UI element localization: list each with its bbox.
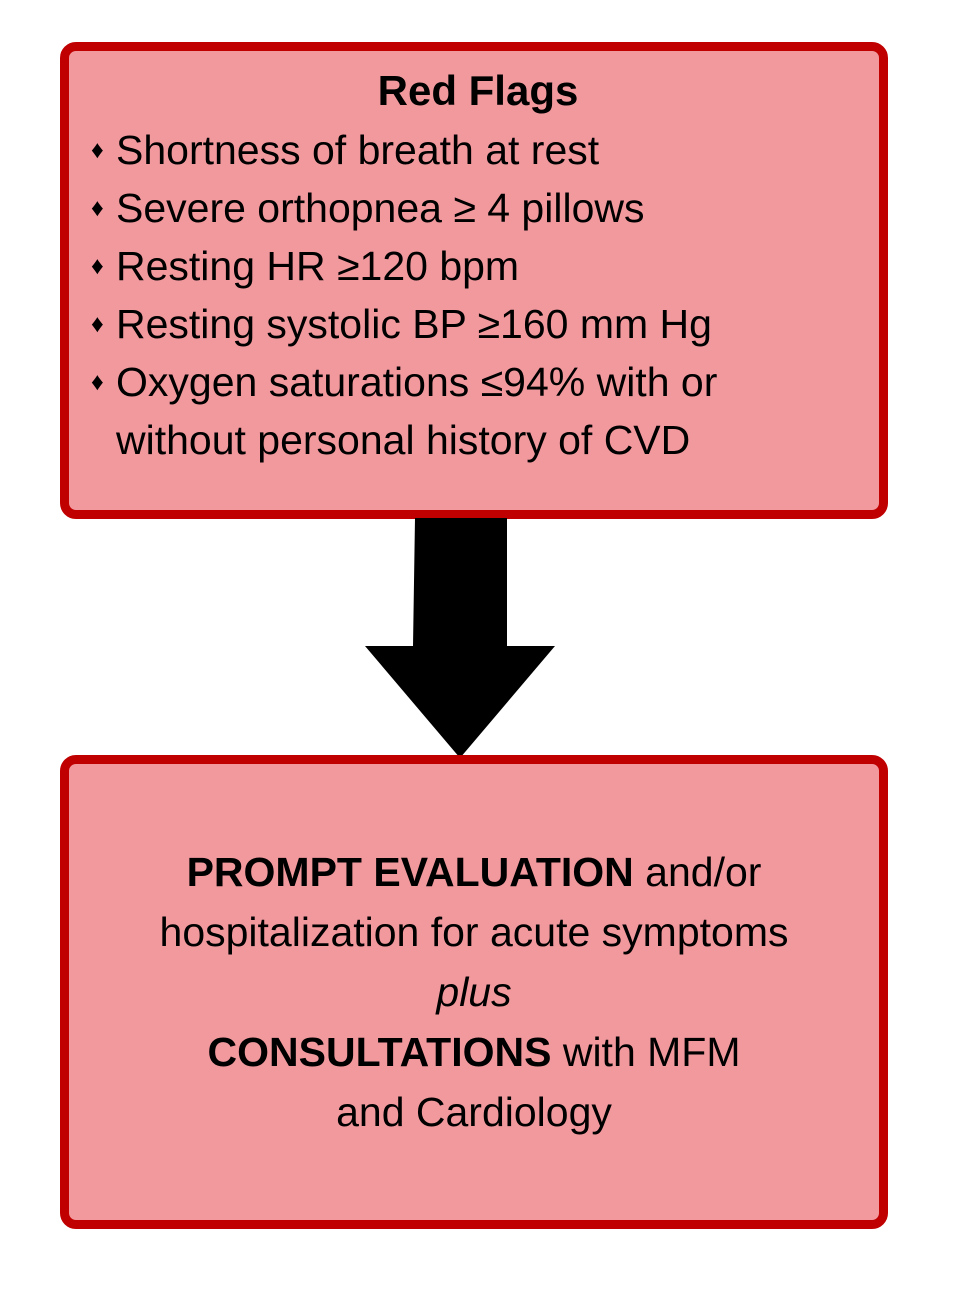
diamond-bullet-icon: ♦: [91, 136, 104, 164]
list-item: ♦ Shortness of breath at rest: [91, 121, 865, 179]
bullet-text: Severe orthopnea ≥ 4 pillows: [116, 185, 645, 231]
and-or-label: and/or: [633, 849, 762, 895]
red-flags-title: Red Flags: [377, 67, 579, 114]
down-arrow-icon: [365, 518, 555, 758]
action-box: PROMPT EVALUATION and/or hospitalization…: [60, 755, 888, 1229]
list-item: ♦ Resting HR ≥120 bpm: [91, 237, 865, 295]
diamond-bullet-icon: ♦: [91, 194, 104, 222]
list-item: ♦ Resting systolic BP ≥160 mm Hg: [91, 295, 865, 353]
bullet-text: Resting systolic BP ≥160 mm Hg: [116, 301, 712, 347]
diamond-bullet-icon: ♦: [91, 310, 104, 338]
action-line-4: CONSULTATIONS with MFM: [79, 1022, 869, 1082]
bullet-text: Resting HR ≥120 bpm: [116, 243, 520, 289]
down-arrow-shape: [365, 518, 555, 758]
list-item: ♦ Severe orthopnea ≥ 4 pillows: [91, 179, 865, 237]
action-line-1: PROMPT EVALUATION and/or: [79, 842, 869, 902]
consultations-label: CONSULTATIONS: [207, 1029, 552, 1075]
diamond-bullet-icon: ♦: [91, 252, 104, 280]
red-flags-box: Red Flags ♦ Shortness of breath at rest …: [60, 42, 888, 519]
action-line-2: hospitalization for acute symptoms: [159, 909, 789, 955]
diamond-bullet-icon: ♦: [91, 368, 104, 396]
with-mfm-label: with MFM: [551, 1029, 741, 1075]
bullet-text: Oxygen saturations ≤94% with or without …: [116, 359, 718, 463]
list-item: ♦ Oxygen saturations ≤94% with or withou…: [91, 353, 865, 469]
action-line-5: and Cardiology: [336, 1089, 612, 1135]
action-line-3: plus: [436, 969, 512, 1015]
prompt-evaluation-label: PROMPT EVALUATION: [186, 849, 634, 895]
bullet-text: Shortness of breath at rest: [116, 127, 600, 173]
